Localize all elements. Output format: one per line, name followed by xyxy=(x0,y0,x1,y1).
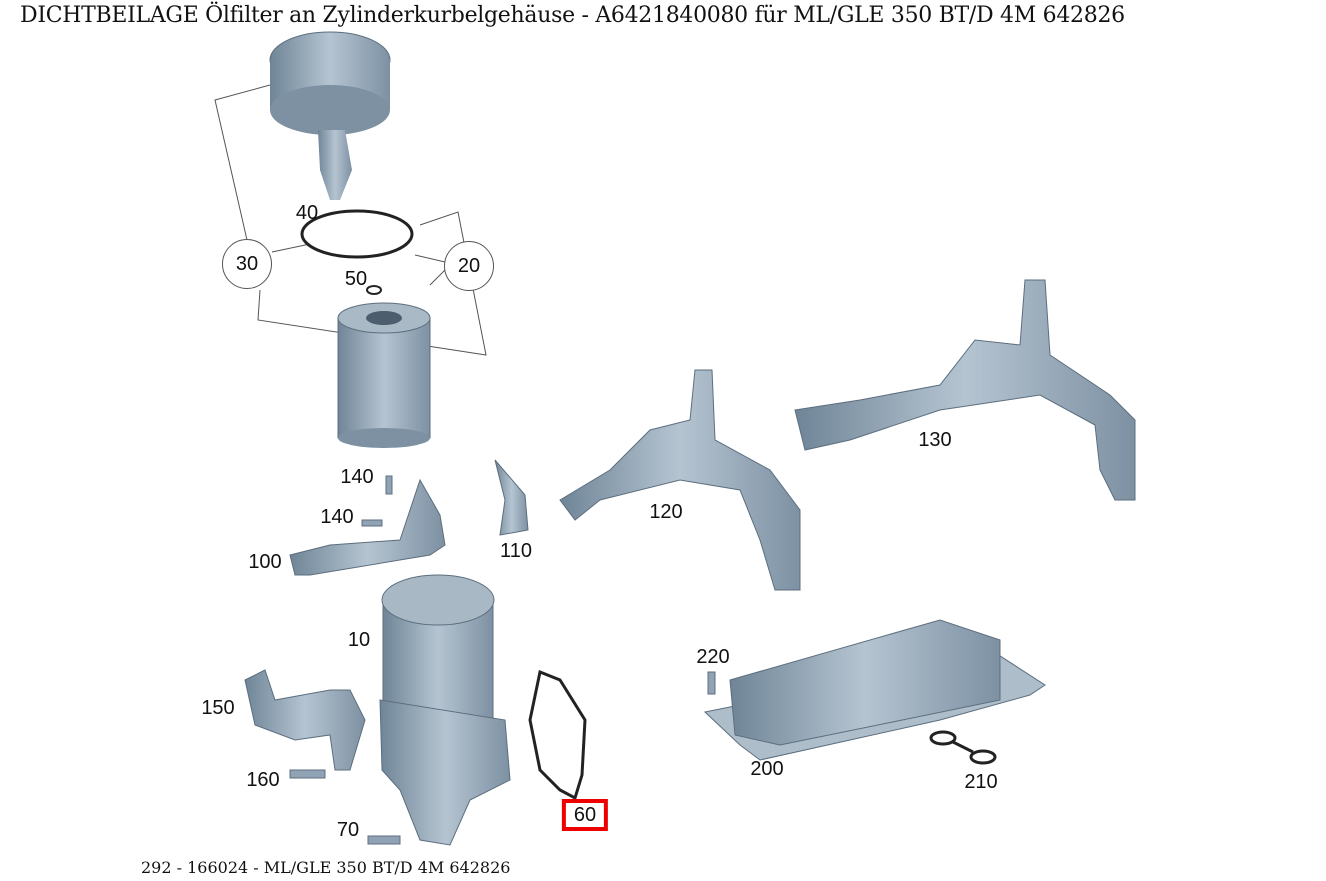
group-line xyxy=(214,84,271,241)
part-o-ring-50 xyxy=(366,285,382,295)
callout-110[interactable]: 110 xyxy=(500,540,532,562)
page-title: DICHTBEILAGE Ölfilter an Zylinderkurbelg… xyxy=(20,3,1125,28)
callout-220[interactable]: 220 xyxy=(696,646,730,668)
group-line xyxy=(257,211,487,356)
part-bolt-140 xyxy=(361,519,383,527)
part-bracket-150 xyxy=(244,669,366,771)
callout-20[interactable]: 20 xyxy=(444,241,494,291)
part-bracket-120 xyxy=(559,369,801,591)
part-o-ring-40 xyxy=(300,209,414,259)
part-seal-210 xyxy=(929,730,997,765)
callout-100[interactable]: 100 xyxy=(248,551,282,573)
callout-210[interactable]: 210 xyxy=(964,771,998,793)
part-bracket-130 xyxy=(794,279,1136,501)
callout-30[interactable]: 30 xyxy=(222,239,272,289)
callout-140[interactable]: 140 xyxy=(340,466,374,488)
callout-10[interactable]: 10 xyxy=(347,629,371,651)
callout-160[interactable]: 160 xyxy=(246,769,280,791)
callout-40[interactable]: 40 xyxy=(295,202,319,224)
callout-120[interactable]: 120 xyxy=(649,501,683,523)
callout-150[interactable]: 150 xyxy=(201,697,235,719)
group-line xyxy=(271,243,311,253)
part-bolt-140 xyxy=(385,475,393,495)
callout-140[interactable]: 140 xyxy=(320,506,354,528)
part-bolt-160 xyxy=(289,769,326,779)
part-filter-cap xyxy=(269,31,391,200)
group-line xyxy=(414,254,446,263)
callout-50[interactable]: 50 xyxy=(344,268,368,290)
diagram-caption: 292 - 166024 - ML/GLE 350 BT/D 4M 642826 xyxy=(141,858,511,877)
callout-130[interactable]: 130 xyxy=(918,429,952,451)
callout-70[interactable]: 70 xyxy=(336,819,360,841)
part-bracket-110 xyxy=(494,459,529,536)
callout-60-selected[interactable]: 60 xyxy=(561,799,609,831)
part-bolt-70 xyxy=(367,835,401,845)
part-filter-element xyxy=(337,302,431,448)
callout-200[interactable]: 200 xyxy=(750,758,784,780)
group-line xyxy=(429,269,446,286)
part-oil-cooler xyxy=(703,619,1046,761)
part-gasket-60 xyxy=(528,669,587,801)
part-bracket-100 xyxy=(289,478,446,576)
part-bolt-220 xyxy=(707,671,716,695)
part-oil-filter-housing xyxy=(379,574,511,846)
